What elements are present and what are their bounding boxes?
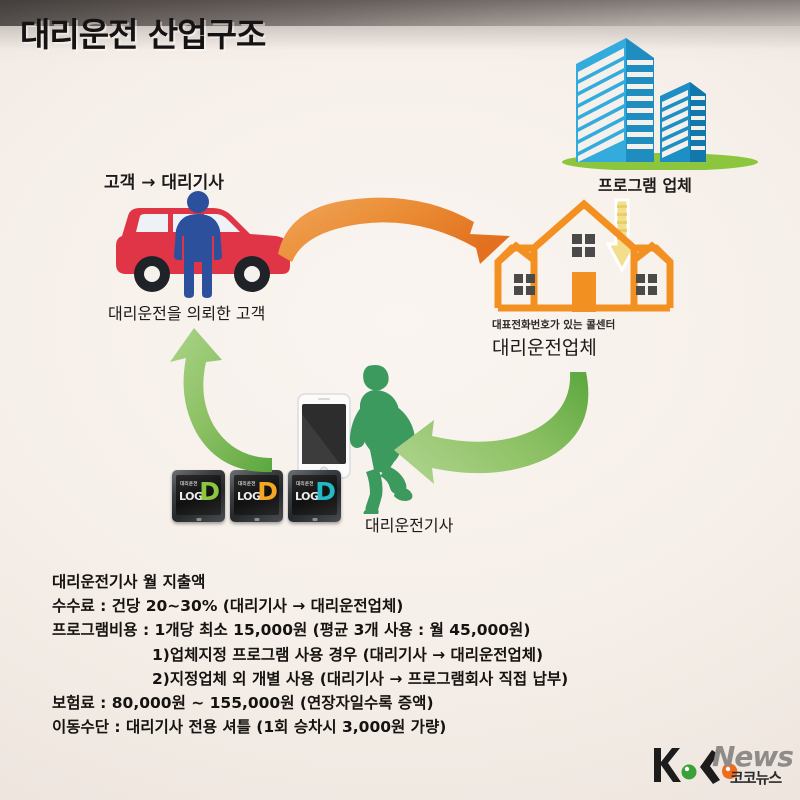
cost-line-program-sub1: 1)업체지정 프로그램 사용 경우 (대리기사 → 대리운전업체)	[152, 645, 544, 664]
app-tiny-text: 대리운전	[296, 482, 314, 487]
page-title: 대리운전 산업구조	[20, 15, 266, 54]
app-word: LOGI	[295, 490, 323, 503]
header-shade	[0, 0, 800, 64]
home-button-icon	[196, 518, 201, 521]
app-letter: D	[199, 477, 220, 506]
home-button-icon	[312, 518, 317, 521]
label-callcenter-note: 대표전화번호가 있는 콜센터	[492, 319, 616, 331]
app-screen: 대리운전 LOGI D	[292, 475, 337, 515]
running-person-icon	[330, 362, 440, 514]
label-agency: 대리운전업체	[492, 337, 597, 359]
app-icon-logi-green[interactable]: 대리운전 LOGI D	[172, 470, 225, 522]
logo-kokonews[interactable]: News 코코뉴스	[652, 742, 798, 796]
cost-line-program-sub2: 2)지정업체 외 개별 사용 (대리기사 → 프로그램회사 직접 납부)	[152, 669, 569, 688]
arrow-customer-to-agency-icon	[278, 192, 546, 278]
app-screen: 대리운전 LOGI D	[176, 475, 221, 515]
arrow-agency-to-driver-icon	[388, 372, 594, 502]
app-letter: D	[315, 477, 336, 506]
app-word: LOGI	[237, 490, 265, 503]
app-tiny-text: 대리운전	[238, 482, 256, 487]
label-customer-flow: 고객 → 대리기사	[104, 173, 224, 193]
app-letter: D	[257, 477, 278, 506]
office-buildings-icon	[548, 34, 772, 171]
cost-block: 대리운전기사 월 지출액 수수료 : 건당 20~30% (대리기사 → 대리운…	[52, 570, 752, 739]
app-tiny-text: 대리운전	[180, 482, 198, 487]
logo-news-text: News	[712, 740, 794, 773]
home-button-icon	[254, 518, 259, 521]
app-icon-logi-orange[interactable]: 대리운전 LOGI D	[230, 470, 283, 522]
label-program-company: 프로그램 업체	[598, 176, 692, 195]
cost-line-insurance: 보험료 : 80,000원 ~ 155,000원 (연장자일수록 증액)	[52, 694, 434, 713]
cost-line-program: 프로그램비용 : 1개당 최소 15,000원 (평균 3개 사용 : 월 45…	[52, 621, 531, 640]
app-icons-row: 대리운전 LOGI D 대리운전 LOGI D 대리운전 LOGI D	[172, 470, 341, 522]
house-icon	[486, 196, 682, 316]
cost-heading: 대리운전기사 월 지출액	[52, 573, 206, 591]
cost-line-transport: 이동수단 : 대리기사 전용 셔틀 (1회 승차시 3,000원 가량)	[52, 718, 447, 737]
car-with-customer-icon	[104, 190, 304, 298]
smartphone-icon	[296, 392, 352, 480]
arrow-driver-to-customer-icon	[128, 328, 274, 476]
app-icon-logi-cyan[interactable]: 대리운전 LOGI D	[288, 470, 341, 522]
cost-line-fee: 수수료 : 건당 20~30% (대리기사 → 대리운전업체)	[52, 597, 404, 616]
app-word: LOGI	[179, 490, 207, 503]
label-customer-caption: 대리운전을 의뢰한 고객	[108, 304, 266, 323]
logo-korean-text: 코코뉴스	[730, 769, 782, 787]
app-screen: 대리운전 LOGI D	[234, 475, 279, 515]
label-driver: 대리운전기사	[365, 516, 454, 535]
